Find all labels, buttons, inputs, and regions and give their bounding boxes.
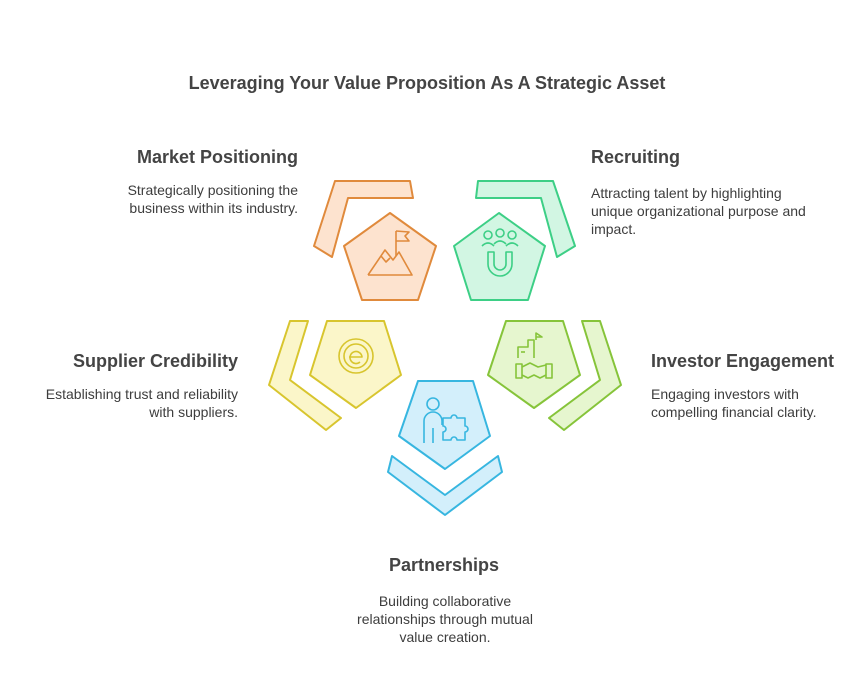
person-puzzle-icon <box>423 397 469 443</box>
supplier-credibility-pentagon <box>309 320 402 409</box>
recruiting-description: Attracting talent by highlighting unique… <box>591 185 806 237</box>
investor-engagement-heading: Investor Engagement <box>651 351 835 371</box>
investor-engagement-arc <box>548 320 622 431</box>
partnerships-pentagon <box>398 380 491 470</box>
partnerships-arc <box>387 455 503 516</box>
market-positioning-heading: Market Positioning <box>136 147 298 167</box>
market-positioning-segment <box>313 180 437 301</box>
investor-engagement-description: Engaging investors with compelling finan… <box>651 386 817 420</box>
diagram-title: Leveraging Your Value Proposition As A S… <box>188 73 666 93</box>
supplier-credibility-segment <box>268 320 402 431</box>
market-positioning-description: Strategically positioning the business w… <box>127 182 298 216</box>
mountain-flag-icon <box>367 230 413 276</box>
recruiting-heading: Recruiting <box>591 147 681 167</box>
recruiting-segment <box>453 180 576 301</box>
market-positioning-arc <box>313 180 414 258</box>
team-magnet-icon <box>481 228 519 277</box>
recruiting-arc <box>475 180 576 258</box>
partnerships-description: Building collaborative relationships thr… <box>357 593 533 645</box>
recruiting-pentagon <box>453 212 546 301</box>
supplier-credibility-arc <box>268 320 342 431</box>
partnerships-heading: Partnerships <box>388 555 500 575</box>
supplier-credibility-description: Establishing trust and reliability with … <box>45 386 238 420</box>
handshake-building-icon <box>515 332 553 379</box>
supplier-credibility-heading: Supplier Credibility <box>72 351 238 371</box>
e-badge-icon <box>338 338 374 374</box>
partnerships-segment <box>387 380 503 516</box>
investor-engagement-segment <box>487 320 622 431</box>
